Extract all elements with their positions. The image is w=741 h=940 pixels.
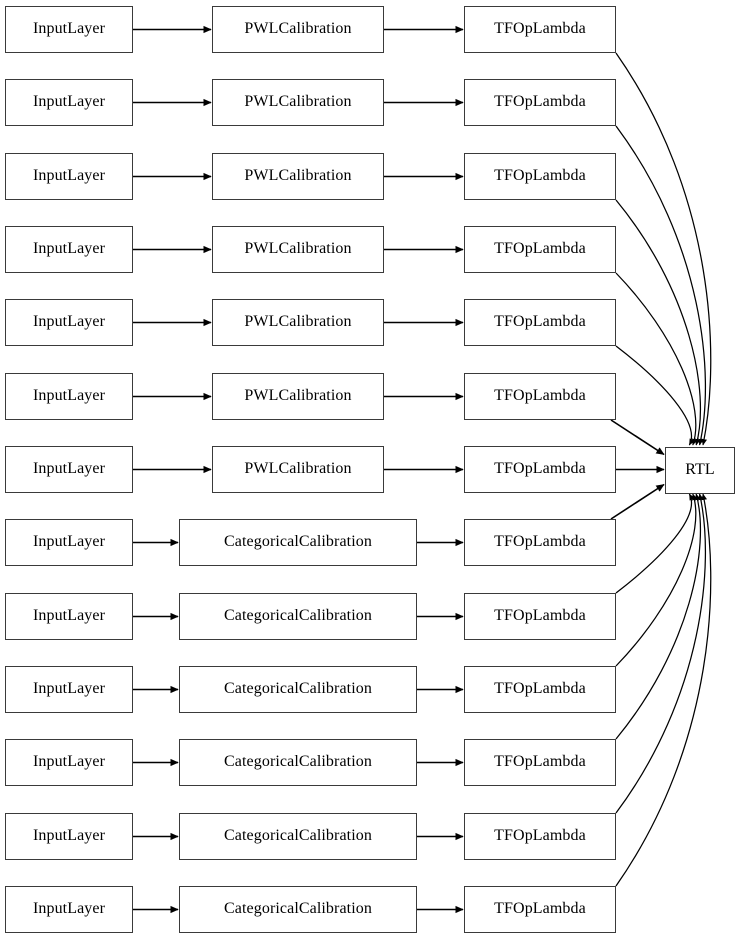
edge-lambda-to-rtl-6 <box>610 419 665 456</box>
node-categorical-calibration-8-label: CategoricalCalibration <box>224 533 372 550</box>
node-input-layer-6-label: InputLayer <box>32 387 106 404</box>
node-input-layer-11[interactable]: InputLayer <box>5 739 133 786</box>
node-tfoplambda-9[interactable]: TFOpLambda <box>464 593 616 640</box>
node-input-layer-4[interactable]: InputLayer <box>5 226 133 273</box>
node-tfoplambda-10[interactable]: TFOpLambda <box>464 666 616 713</box>
node-categorical-calibration-9[interactable]: CategoricalCalibration <box>179 593 417 640</box>
node-pwl-calibration-4[interactable]: PWLCalibration <box>212 226 384 273</box>
node-tfoplambda-8[interactable]: TFOpLambda <box>464 519 616 566</box>
node-input-layer-13[interactable]: InputLayer <box>5 886 133 933</box>
node-input-layer-3[interactable]: InputLayer <box>5 153 133 200</box>
node-pwl-calibration-5[interactable]: PWLCalibration <box>212 299 384 346</box>
node-tfoplambda-13[interactable]: TFOpLambda <box>464 886 616 933</box>
node-tfoplambda-8-label: TFOpLambda <box>494 533 586 550</box>
node-input-layer-11-label: InputLayer <box>32 753 106 770</box>
node-categorical-calibration-13-label: CategoricalCalibration <box>224 900 372 917</box>
node-categorical-calibration-10[interactable]: CategoricalCalibration <box>179 666 417 713</box>
node-tfoplambda-13-label: TFOpLambda <box>494 900 586 917</box>
node-input-layer-7[interactable]: InputLayer <box>5 446 133 493</box>
node-tfoplambda-5[interactable]: TFOpLambda <box>464 299 616 346</box>
node-pwl-calibration-5-label: PWLCalibration <box>244 313 352 330</box>
node-tfoplambda-7-label: TFOpLambda <box>494 460 586 477</box>
node-input-layer-9-label: InputLayer <box>32 607 106 624</box>
node-input-layer-3-label: InputLayer <box>32 167 106 184</box>
node-categorical-calibration-8[interactable]: CategoricalCalibration <box>179 519 417 566</box>
node-pwl-calibration-3[interactable]: PWLCalibration <box>212 153 384 200</box>
node-input-layer-12[interactable]: InputLayer <box>5 813 133 860</box>
node-pwl-calibration-7[interactable]: PWLCalibration <box>212 446 384 493</box>
node-tfoplambda-12-label: TFOpLambda <box>494 827 586 844</box>
node-pwl-calibration-7-label: PWLCalibration <box>244 460 352 477</box>
node-categorical-calibration-13[interactable]: CategoricalCalibration <box>179 886 417 933</box>
node-input-layer-10[interactable]: InputLayer <box>5 666 133 713</box>
node-categorical-calibration-9-label: CategoricalCalibration <box>224 607 372 624</box>
node-tfoplambda-9-label: TFOpLambda <box>494 607 586 624</box>
edge-lambda-to-rtl-11 <box>615 493 702 740</box>
node-input-layer-1[interactable]: InputLayer <box>5 6 133 53</box>
node-input-layer-6[interactable]: InputLayer <box>5 373 133 420</box>
node-pwl-calibration-3-label: PWLCalibration <box>244 167 352 184</box>
node-rtl[interactable]: RTL <box>665 447 735 494</box>
node-tfoplambda-4-label: TFOpLambda <box>494 240 586 257</box>
node-tfoplambda-6-label: TFOpLambda <box>494 387 586 404</box>
node-pwl-calibration-4-label: PWLCalibration <box>244 240 352 257</box>
edge-lambda-to-rtl-8 <box>610 483 665 520</box>
node-tfoplambda-2-label: TFOpLambda <box>494 93 586 110</box>
edge-lambda-to-rtl-9 <box>615 493 695 594</box>
node-tfoplambda-6[interactable]: TFOpLambda <box>464 373 616 420</box>
edge-lambda-to-rtl-10 <box>615 493 698 667</box>
node-tfoplambda-7[interactable]: TFOpLambda <box>464 446 616 493</box>
node-input-layer-7-label: InputLayer <box>32 460 106 477</box>
node-categorical-calibration-11-label: CategoricalCalibration <box>224 753 372 770</box>
node-pwl-calibration-1[interactable]: PWLCalibration <box>212 6 384 53</box>
node-categorical-calibration-12-label: CategoricalCalibration <box>224 827 372 844</box>
node-categorical-calibration-11[interactable]: CategoricalCalibration <box>179 739 417 786</box>
node-input-layer-4-label: InputLayer <box>32 240 106 257</box>
node-tfoplambda-5-label: TFOpLambda <box>494 313 586 330</box>
node-tfoplambda-3-label: TFOpLambda <box>494 167 586 184</box>
node-tfoplambda-11-label: TFOpLambda <box>494 753 586 770</box>
node-input-layer-5-label: InputLayer <box>32 313 106 330</box>
node-input-layer-8-label: InputLayer <box>32 533 106 550</box>
node-categorical-calibration-10-label: CategoricalCalibration <box>224 680 372 697</box>
node-pwl-calibration-6[interactable]: PWLCalibration <box>212 373 384 420</box>
edge-lambda-to-rtl-12 <box>615 493 706 814</box>
edge-lambda-to-rtl-13 <box>615 493 712 887</box>
node-tfoplambda-4[interactable]: TFOpLambda <box>464 226 616 273</box>
edge-lambda-to-rtl-2 <box>615 125 706 446</box>
node-input-layer-13-label: InputLayer <box>32 900 106 917</box>
node-input-layer-1-label: InputLayer <box>32 20 106 37</box>
node-input-layer-10-label: InputLayer <box>32 680 106 697</box>
node-pwl-calibration-2-label: PWLCalibration <box>244 93 352 110</box>
node-input-layer-9[interactable]: InputLayer <box>5 593 133 640</box>
node-tfoplambda-1-label: TFOpLambda <box>494 20 586 37</box>
node-input-layer-5[interactable]: InputLayer <box>5 299 133 346</box>
edge-lambda-to-rtl-1 <box>615 52 712 446</box>
node-pwl-calibration-1-label: PWLCalibration <box>244 20 352 37</box>
node-rtl-label: RTL <box>685 461 715 478</box>
edge-lambda-to-rtl-4 <box>615 272 698 446</box>
node-pwl-calibration-6-label: PWLCalibration <box>244 387 352 404</box>
edge-lambda-to-rtl-5 <box>615 345 695 446</box>
node-pwl-calibration-2[interactable]: PWLCalibration <box>212 79 384 126</box>
node-input-layer-8[interactable]: InputLayer <box>5 519 133 566</box>
node-tfoplambda-3[interactable]: TFOpLambda <box>464 153 616 200</box>
node-input-layer-2-label: InputLayer <box>32 93 106 110</box>
node-tfoplambda-10-label: TFOpLambda <box>494 680 586 697</box>
node-categorical-calibration-12[interactable]: CategoricalCalibration <box>179 813 417 860</box>
node-tfoplambda-1[interactable]: TFOpLambda <box>464 6 616 53</box>
node-input-layer-2[interactable]: InputLayer <box>5 79 133 126</box>
node-tfoplambda-12[interactable]: TFOpLambda <box>464 813 616 860</box>
edge-lambda-to-rtl-3 <box>615 199 702 446</box>
node-tfoplambda-11[interactable]: TFOpLambda <box>464 739 616 786</box>
node-input-layer-12-label: InputLayer <box>32 827 106 844</box>
node-tfoplambda-2[interactable]: TFOpLambda <box>464 79 616 126</box>
